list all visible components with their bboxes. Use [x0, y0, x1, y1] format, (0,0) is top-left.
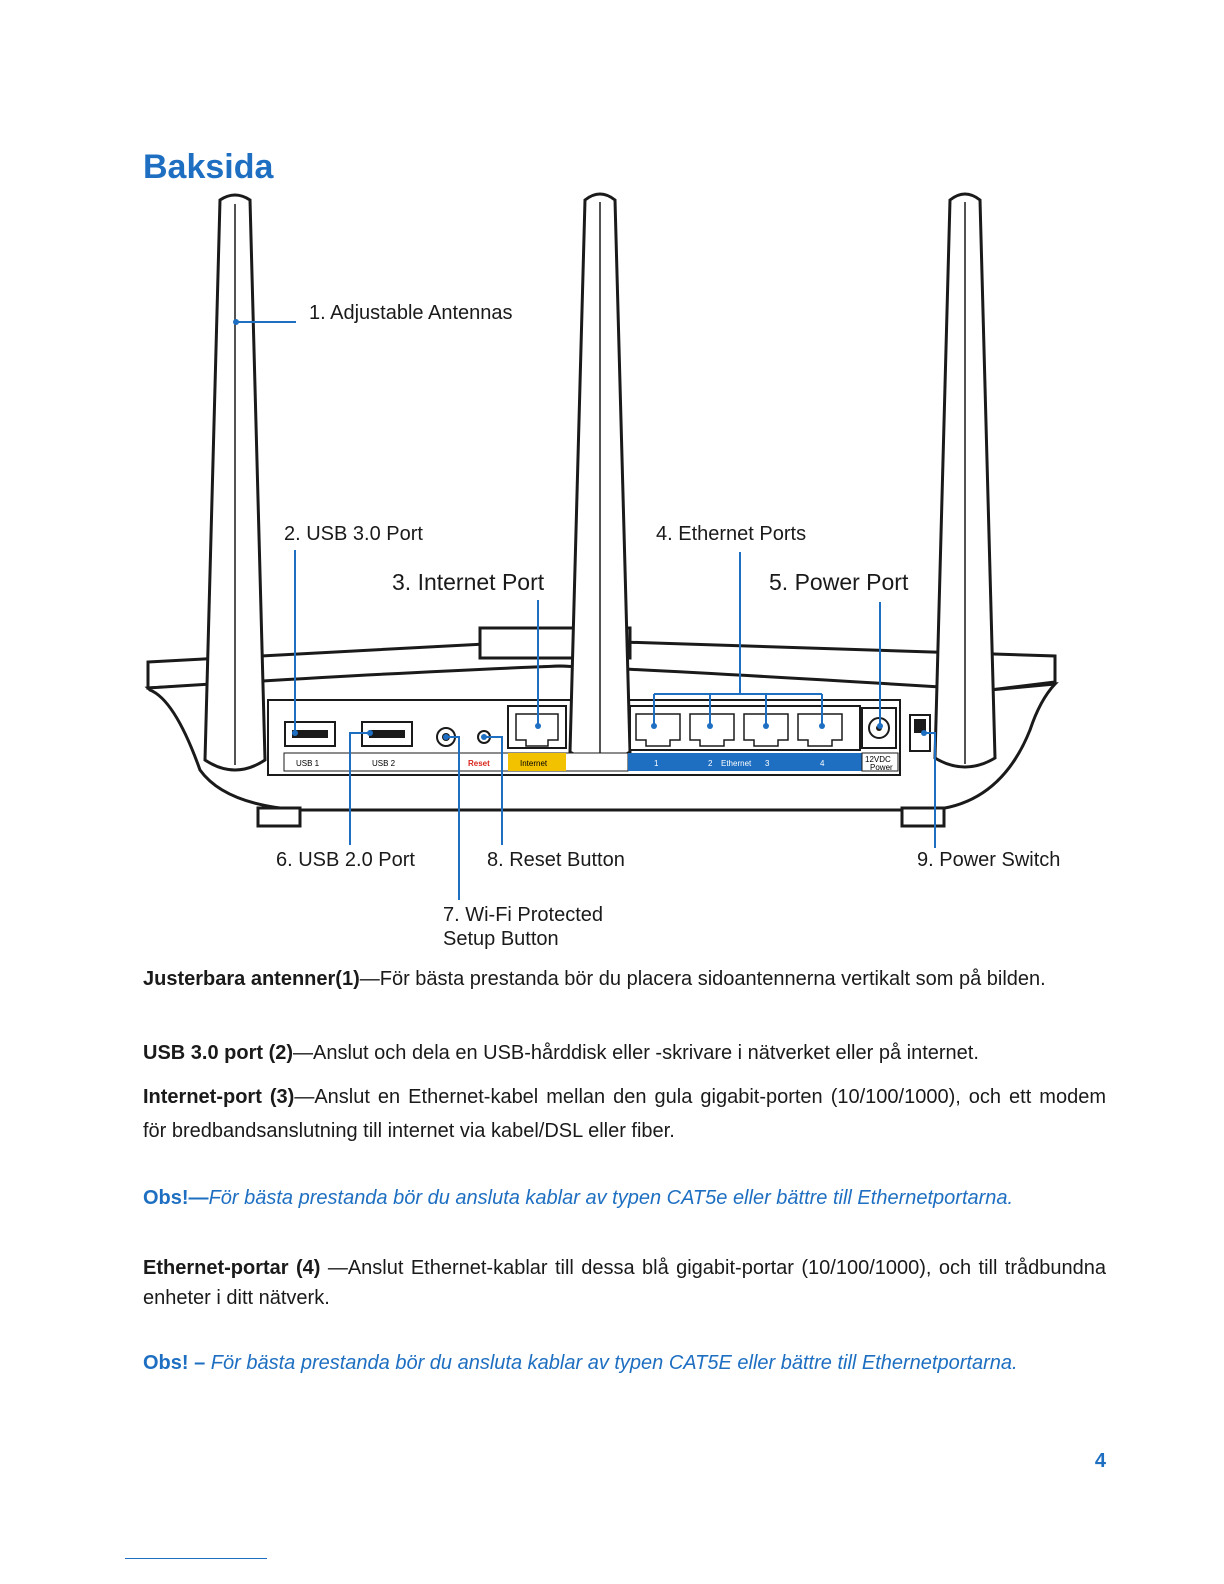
- panel-label-eth-word: Ethernet: [721, 759, 752, 768]
- callout-usb2: 6. USB 2.0 Port: [276, 849, 415, 871]
- internet-label-band: [508, 753, 566, 771]
- ethernet-label-band: [628, 753, 862, 771]
- note-2-text: För bästa prestanda bör du ansluta kabla…: [210, 1352, 1018, 1374]
- label-strip: [283, 752, 629, 772]
- note-2: Obs! – För bästa prestanda bör du anslut…: [143, 1348, 1018, 1378]
- paragraph-internet: Internet-port (3)—Anslut en Ethernet-kab…: [143, 1080, 1106, 1148]
- left-foot: [256, 806, 302, 828]
- panel-label-power-1: 12VDC: [865, 755, 891, 764]
- panel-label-eth4: 4: [820, 759, 825, 768]
- text-ethernet: —Anslut Ethernet-kablar till dessa blå g…: [143, 1257, 1106, 1309]
- callout-antennas: 1. Adjustable Antennas: [309, 302, 513, 324]
- router-back-diagram: USB 1 USB 2 Reset Internet 1 2 Ethernet …: [144, 192, 1059, 900]
- panel-label-power-2: Power: [870, 763, 893, 772]
- paragraph-antennas: Justerbara antenner(1)—För bästa prestan…: [143, 964, 1106, 994]
- callout-internet: 3. Internet Port: [392, 569, 545, 595]
- callout-ethernet: 4. Ethernet Ports: [656, 523, 807, 545]
- panel-label-internet: Internet: [520, 759, 548, 768]
- note-1: Obs!—För bästa prestanda bör du ansluta …: [143, 1183, 1013, 1213]
- text-usb3: —Anslut och dela en USB-hårddisk eller -…: [293, 1042, 979, 1064]
- callout-lines: [236, 321, 936, 900]
- term-usb3: USB 3.0 port (2): [143, 1042, 294, 1064]
- callout-wps-line1: 7. Wi-Fi Protected: [443, 904, 604, 926]
- callout-usb3: 2. USB 3.0 Port: [284, 523, 423, 545]
- note-1-text: För bästa prestanda bör du ansluta kabla…: [208, 1187, 1014, 1209]
- text-internet: —Anslut en Ethernet-kabel mellan den gul…: [143, 1086, 1106, 1142]
- panel-label-eth1: 1: [654, 759, 659, 768]
- footnote-rule: [125, 1558, 267, 1559]
- text-antennas: —För bästa prestanda bör du placera sido…: [359, 968, 1046, 990]
- term-internet: Internet-port (3): [143, 1086, 295, 1108]
- callout-power-switch: 9. Power Switch: [917, 849, 1061, 871]
- panel-label-reset: Reset: [468, 759, 490, 768]
- ethernet-port-1: [635, 713, 681, 747]
- right-foot: [900, 806, 946, 828]
- paragraph-usb3: USB 3.0 port (2)—Anslut och dela en USB-…: [143, 1038, 1106, 1068]
- panel-label-eth3: 3: [765, 759, 770, 768]
- panel-label-usb2: USB 2: [372, 759, 396, 768]
- panel-label-usb1: USB 1: [296, 759, 320, 768]
- note-1-label: Obs!—: [143, 1187, 209, 1209]
- panel-label-eth2: 2: [708, 759, 713, 768]
- page-title: Baksida: [143, 148, 274, 186]
- callout-reset: 8. Reset Button: [487, 849, 625, 871]
- paragraph-ethernet: Ethernet-portar (4) —Anslut Ethernet-kab…: [143, 1253, 1106, 1313]
- ethernet-port-2: [689, 713, 735, 747]
- ethernet-port-block: [629, 705, 861, 751]
- ethernet-port-4: [797, 713, 843, 747]
- callout-power-port: 5. Power Port: [769, 569, 909, 595]
- callout-wps-line2: Setup Button: [443, 928, 559, 950]
- term-antennas: Justerbara antenner(1): [143, 968, 360, 990]
- note-2-label: Obs! –: [143, 1352, 211, 1374]
- ethernet-port-3: [743, 713, 789, 747]
- term-ethernet: Ethernet-portar (4): [143, 1257, 321, 1279]
- power-label-box: [861, 752, 899, 772]
- page-number: 4: [1094, 1450, 1106, 1472]
